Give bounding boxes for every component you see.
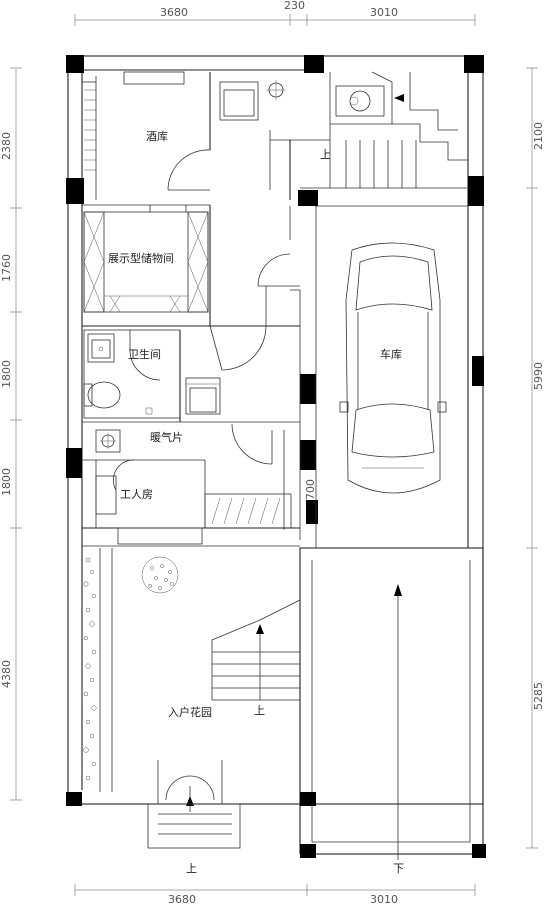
dim-top-3: 3010: [370, 6, 398, 19]
dim-left-2: 1760: [0, 254, 13, 282]
dim-right-3: 5285: [532, 682, 545, 710]
dim-left-4: 1800: [0, 468, 13, 496]
stair-top: 上: [300, 71, 470, 189]
dim-right-2: 5990: [532, 362, 545, 390]
dim-bottom-2: 3010: [370, 893, 398, 906]
garage-room: 车库: [300, 205, 470, 549]
room-label-maid-room: 工人房: [120, 488, 153, 501]
entry-up-marker: 上: [186, 862, 197, 875]
driveway-ramp: 下: [393, 584, 404, 875]
dim-interior-700: 700: [304, 479, 317, 500]
stair-up-marker-top: 上: [320, 148, 331, 161]
stair-up-marker-mid: 上: [254, 704, 265, 717]
dim-bottom-1: 3680: [168, 893, 196, 906]
wine-cellar-room: 酒库: [82, 71, 330, 212]
bathroom-room: 卫生间: [82, 329, 300, 423]
dim-left-5: 4380: [0, 660, 13, 688]
maid-room-area: 暖气片 工人房: [82, 423, 300, 547]
room-label-bathroom: 卫生间: [128, 347, 161, 361]
dimension-lines: [10, 14, 538, 896]
dim-top-2: 230: [284, 0, 305, 12]
dim-right-1: 2100: [532, 122, 545, 150]
room-label-wine-cellar: 酒库: [146, 130, 168, 143]
room-label-heating: 暖气片: [150, 430, 183, 444]
dim-left-3: 1800: [0, 360, 13, 388]
room-label-garage: 车库: [380, 347, 402, 361]
dim-left-1: 2380: [0, 132, 13, 160]
corridor-walls: [209, 140, 301, 540]
entry-garden: 入户花园 上 上: [83, 548, 301, 875]
room-label-display-storage: 展示型储物间: [108, 251, 174, 265]
ramp-down-marker: 下: [393, 862, 404, 875]
room-label-entry-garden: 入户花园: [168, 705, 212, 719]
structural-columns: [66, 55, 486, 858]
dim-top-1: 3680: [160, 6, 188, 19]
display-storage-room: 展示型储物间: [82, 211, 300, 327]
